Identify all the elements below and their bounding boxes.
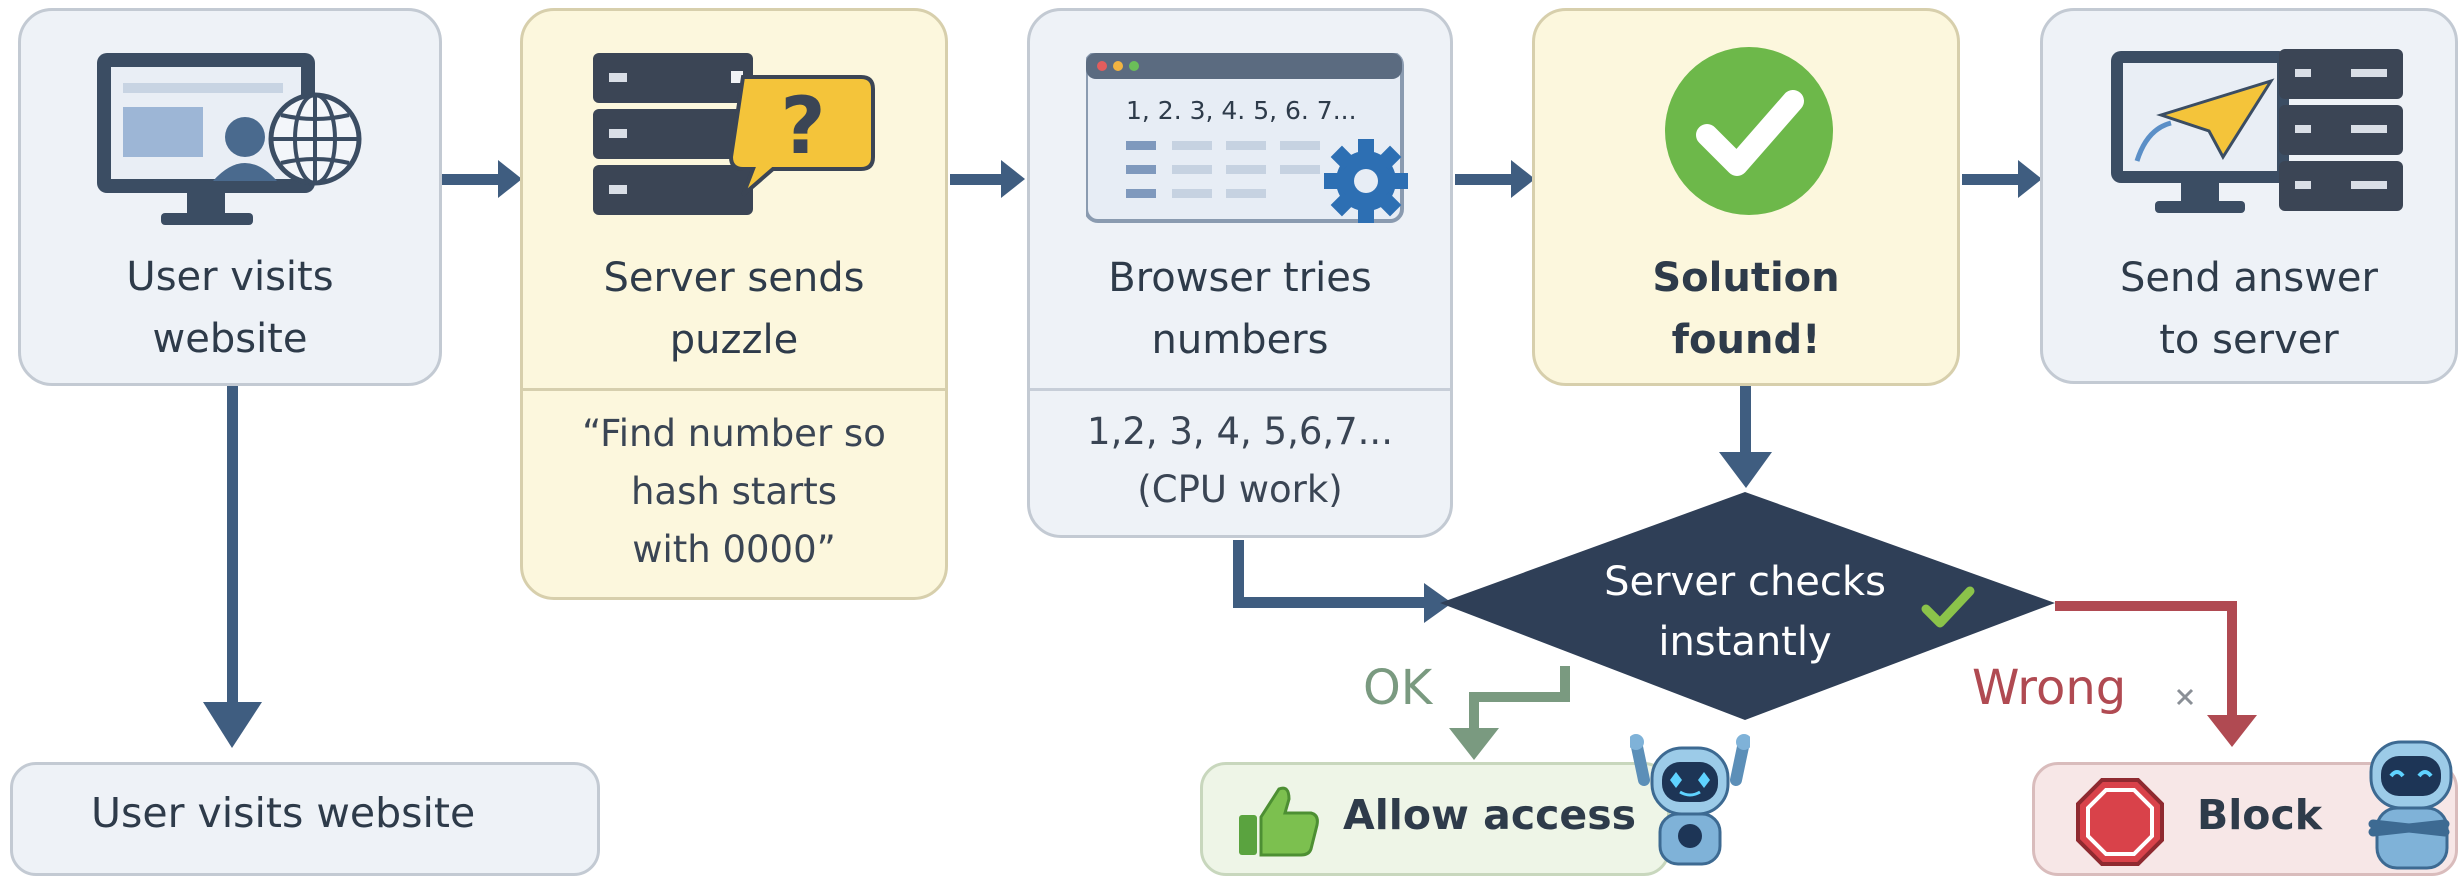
allow-access-label: Allow access <box>1343 791 1637 839</box>
robot-mascot-icon <box>2368 740 2453 870</box>
browser-window-icon: 1, 2. 3, 4. 5, 6. 7... <box>1086 53 1408 223</box>
decision-text: Server checks instantly <box>1604 559 1886 665</box>
stop-sign-icon <box>2076 778 2164 866</box>
block-label: Block <box>2197 791 2323 839</box>
x-mark-icon <box>2176 688 2194 706</box>
wrong-label: Wrong <box>1972 660 2127 716</box>
thumbs-up-icon <box>1239 786 1319 857</box>
svg-text:1, 2. 3, 4. 5, 6. 7...: 1, 2. 3, 4. 5, 6. 7... <box>1126 96 1357 125</box>
server-question-icon: ? <box>593 53 875 215</box>
bottom-user-visits-label: User visits website <box>91 789 476 837</box>
ok-label: OK <box>1363 660 1433 716</box>
allow-access-box: Allow access <box>1200 762 1670 876</box>
decision-diamond <box>1440 492 2055 720</box>
check-icon <box>1921 586 1975 628</box>
puzzle-description: “Find number so hash starts with 0000” <box>582 412 886 571</box>
svg-text:?: ? <box>780 82 825 172</box>
bottom-user-visits: User visits website <box>10 762 600 876</box>
checkmark-circle-icon <box>1665 47 1833 215</box>
monitor-globe-icon <box>97 53 362 225</box>
robot-mascot-icon <box>1630 734 1750 866</box>
send-to-server-icon <box>2111 49 2403 213</box>
browser-description: 1,2, 3, 4, 5,6,7... (CPU work) <box>1087 410 1393 511</box>
